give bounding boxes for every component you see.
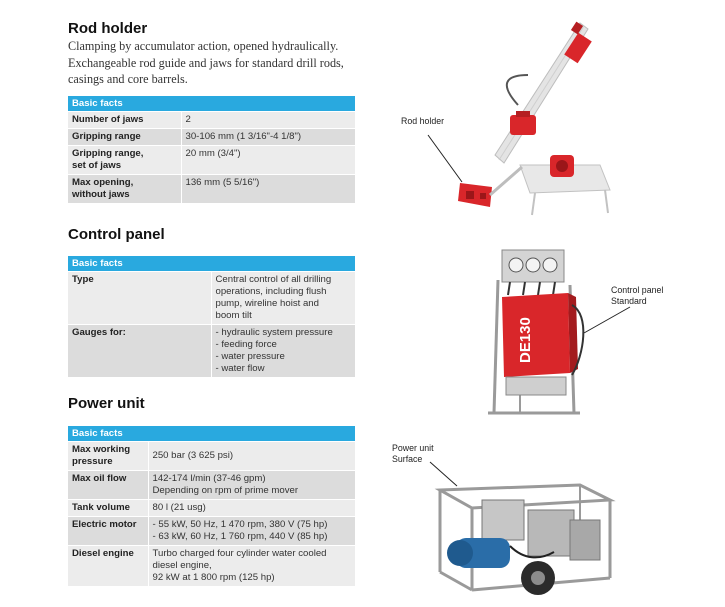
- power-unit-leader-line: [429, 461, 458, 487]
- power-unit-facts-table: Basic facts Max working pressure 250 bar…: [68, 426, 356, 586]
- row-label: Gripping range: [68, 128, 181, 146]
- table-header: Basic facts: [68, 256, 356, 272]
- section-title-control-panel: Control panel: [68, 226, 165, 243]
- row-value: 136 mm (5 5/16"): [180, 174, 356, 203]
- row-label: Diesel engine: [68, 545, 148, 586]
- drill-rig-image: [427, 21, 611, 216]
- row-value: - 55 kW, 50 Hz, 1 470 rpm, 380 V (75 hp)…: [147, 516, 356, 546]
- row-value: 20 mm (3/4"): [180, 145, 356, 175]
- control-panel-facts-table: Basic facts Type Central control of all …: [68, 256, 356, 377]
- table-header: Basic facts: [68, 96, 356, 112]
- table-row: Gripping range, set of jaws 20 mm (3/4"): [68, 145, 356, 175]
- row-label: Max oil flow: [68, 470, 148, 500]
- rod-holder-leader-line: [427, 134, 463, 183]
- rod-holder-facts-table: Basic facts Number of jaws 2 Gripping ra…: [68, 96, 356, 203]
- row-value: - hydraulic system pressure - feeding fo…: [210, 324, 356, 377]
- row-label: Max working pressure: [68, 441, 148, 471]
- table-row: Diesel engine Turbo charged four cylinde…: [68, 545, 356, 586]
- row-value: 142-174 l/min (37-46 gpm) Depending on r…: [147, 470, 356, 500]
- power-unit-image: [429, 461, 616, 595]
- row-label: Gripping range, set of jaws: [68, 145, 181, 175]
- section-title-rod-holder: Rod holder: [68, 20, 148, 37]
- row-label: Type: [68, 271, 211, 325]
- callout-rod-holder: Rod holder: [401, 116, 445, 126]
- control-panel-leader-line: [583, 306, 631, 334]
- callout-control-panel: Control panel Standard: [611, 285, 664, 306]
- table-row: Max working pressure 250 bar (3 625 psi): [68, 441, 356, 471]
- row-label: Gauges for:: [68, 324, 211, 377]
- section-title-power-unit: Power unit: [68, 395, 145, 412]
- row-value: 2: [180, 111, 356, 129]
- row-label: Electric motor: [68, 516, 148, 546]
- row-value: 250 bar (3 625 psi): [147, 441, 356, 471]
- table-row: Electric motor - 55 kW, 50 Hz, 1 470 rpm…: [68, 516, 356, 546]
- table-row: Tank volume 80 l (21 usg): [68, 499, 356, 517]
- table-row: Number of jaws 2: [68, 111, 356, 129]
- table-row: Max oil flow 142-174 l/min (37-46 gpm) D…: [68, 470, 356, 500]
- row-value: Turbo charged four cylinder water cooled…: [147, 545, 356, 586]
- row-value: Central control of all drilling operatio…: [210, 271, 356, 325]
- row-value: 80 l (21 usg): [147, 499, 356, 517]
- row-value: 30-106 mm (1 3/16"-4 1/8"): [180, 128, 356, 146]
- row-label: Number of jaws: [68, 111, 181, 129]
- table-row: Max opening, without jaws 136 mm (5 5/16…: [68, 174, 356, 203]
- callout-power-unit: Power unit Surface: [392, 443, 434, 464]
- control-panel-badge: DE130: [517, 317, 534, 363]
- rod-holder-intro: Clamping by accumulator action, opened h…: [68, 39, 344, 86]
- table-header: Basic facts: [68, 426, 356, 442]
- table-row: Gripping range 30-106 mm (1 3/16"-4 1/8"…: [68, 128, 356, 146]
- row-label: Tank volume: [68, 499, 148, 517]
- row-label: Max opening, without jaws: [68, 174, 181, 203]
- control-panel-image: DE130: [488, 249, 631, 415]
- table-row: Type Central control of all drilling ope…: [68, 271, 356, 325]
- table-row: Gauges for: - hydraulic system pressure …: [68, 324, 356, 377]
